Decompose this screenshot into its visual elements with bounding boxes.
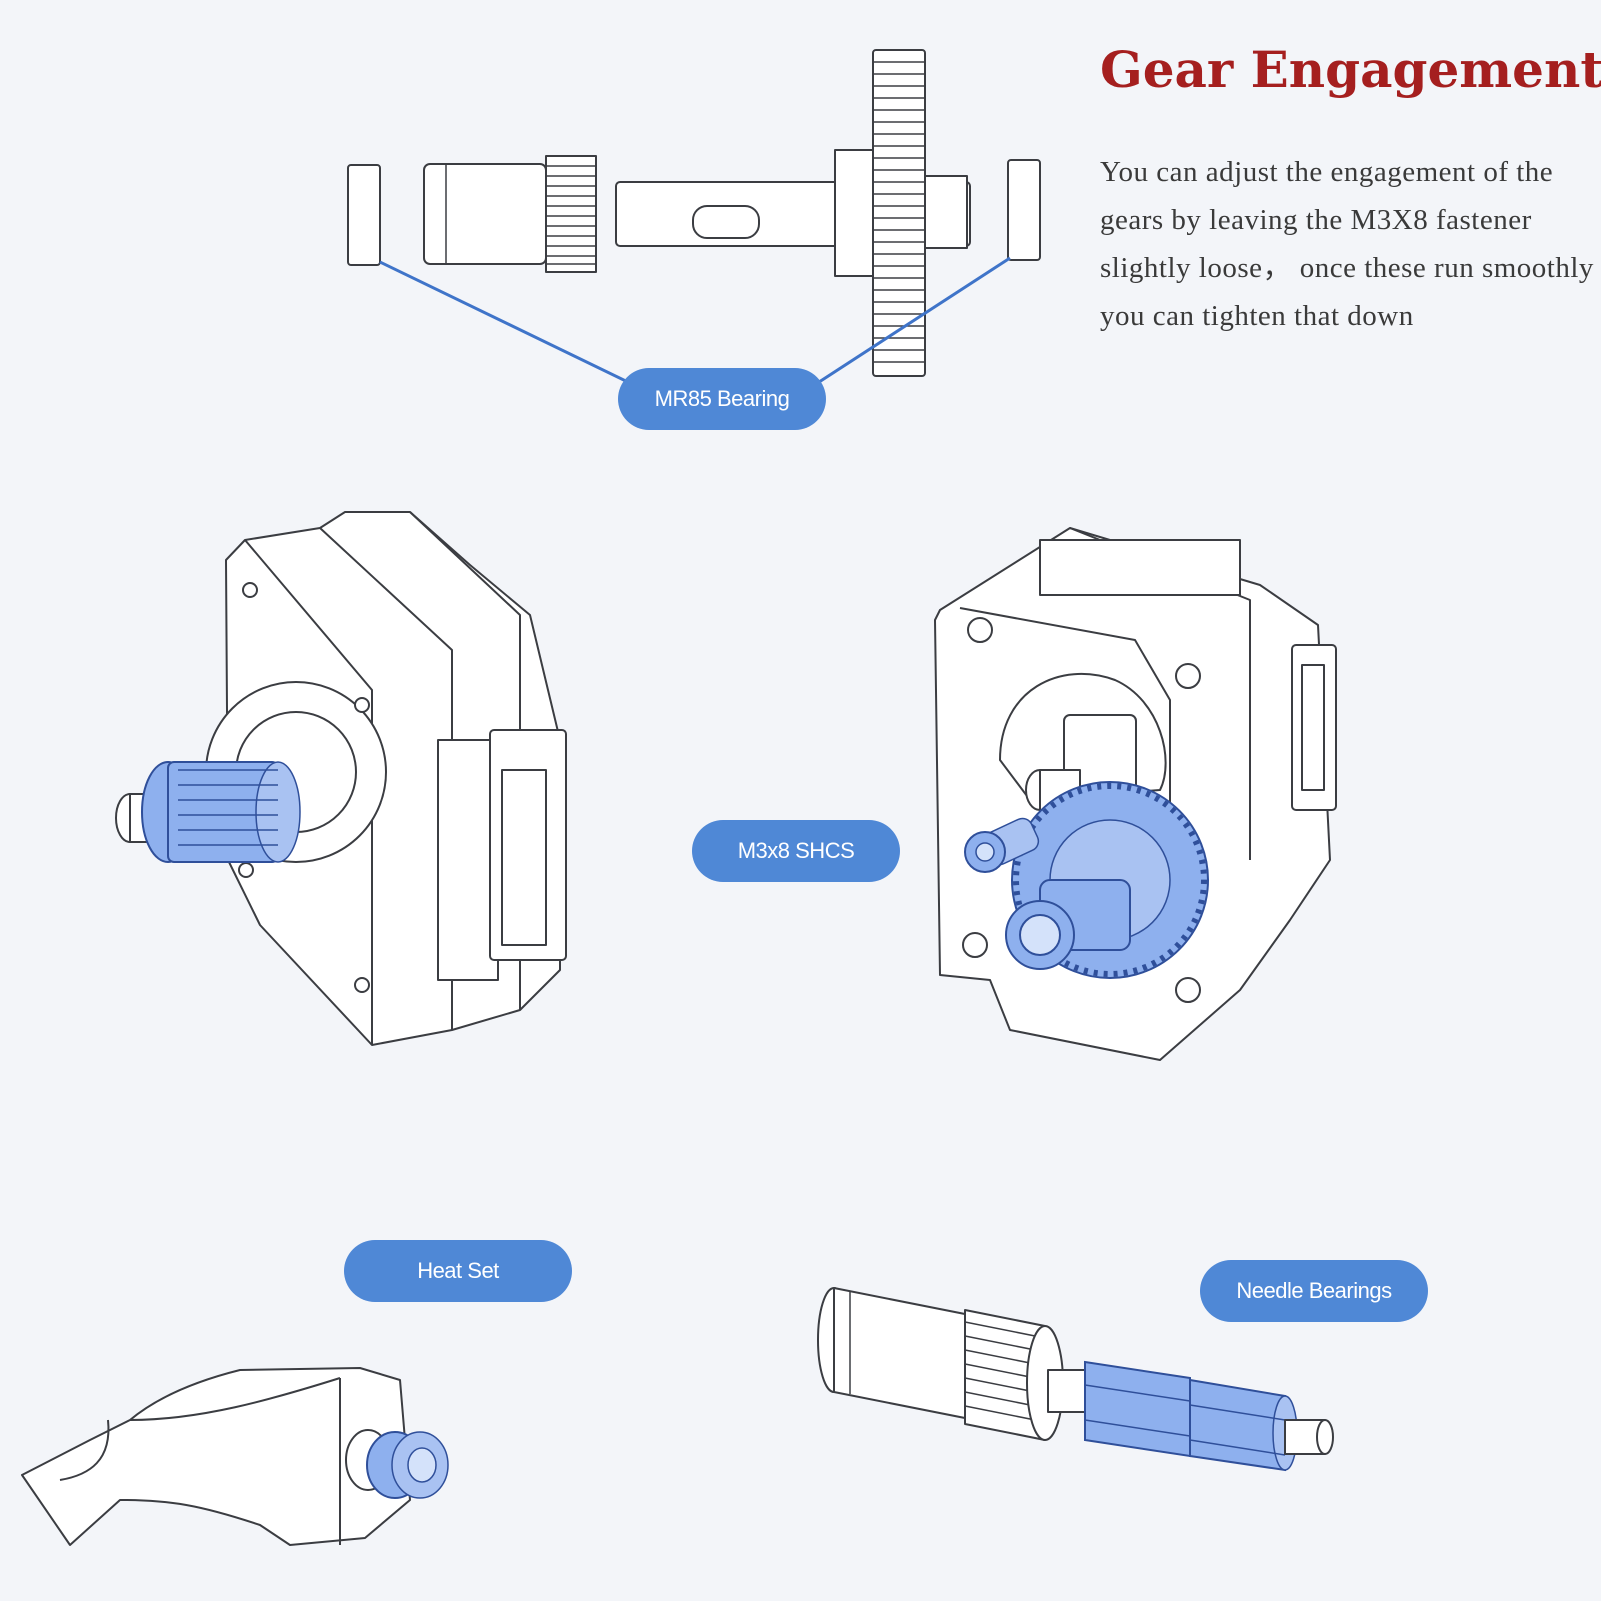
m3x8-screw-highlight xyxy=(964,817,1040,873)
label-needle-bearings: Needle Bearings xyxy=(1200,1260,1428,1322)
mr85-bearing-left xyxy=(347,164,381,266)
large-gear-side xyxy=(872,49,968,377)
shaft-exploded-view xyxy=(347,49,1041,386)
drive-gear-hub xyxy=(423,155,597,273)
stepper-motor xyxy=(115,511,567,1046)
idler-arm xyxy=(21,1367,449,1546)
label-mr85-bearing: MR85 Bearing xyxy=(618,368,826,430)
leader-line-right-bearing xyxy=(815,256,1011,386)
leader-line-left-bearing xyxy=(379,260,633,386)
gear-engagement-description: You can adjust the engagement of the gea… xyxy=(1100,156,1594,332)
motor-pinion-highlight xyxy=(141,761,301,863)
page-title: Gear Engagement xyxy=(1100,40,1601,99)
label-m3x8-shcs: M3x8 SHCS xyxy=(692,820,900,882)
label-heat-set: Heat Set xyxy=(344,1240,572,1302)
mr85-bearing-right xyxy=(1007,159,1041,261)
needle-bearings-highlight xyxy=(1084,1360,1298,1472)
extruder-gear-highlight xyxy=(1005,781,1209,979)
drive-gear-needle-bearings xyxy=(817,1287,1334,1472)
heat-set-insert-highlight xyxy=(366,1431,449,1499)
extruder-assembly xyxy=(934,527,1337,1061)
